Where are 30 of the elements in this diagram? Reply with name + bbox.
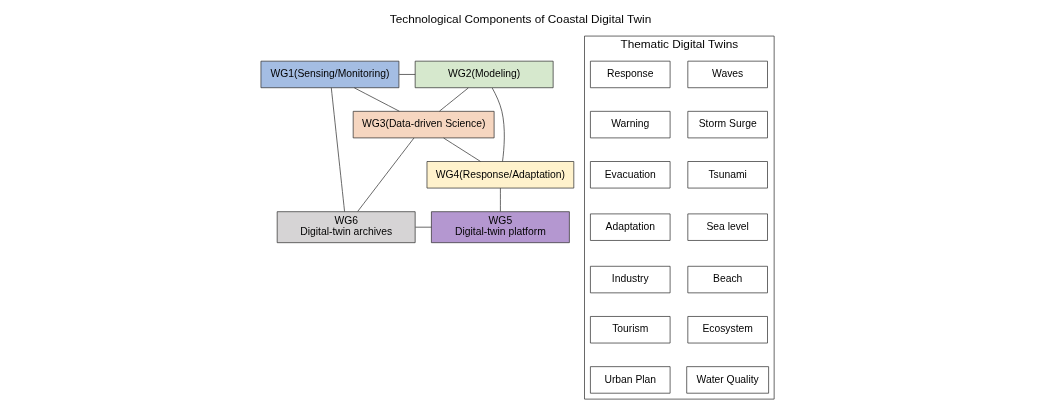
connector — [439, 87, 469, 112]
connector — [353, 87, 400, 112]
node-box: Industry — [590, 265, 671, 294]
connector — [398, 74, 416, 75]
node-box: Tourism — [590, 316, 671, 344]
node-box: WG4(Response/Adaptation) — [426, 161, 575, 189]
node-box: Response — [590, 60, 671, 89]
node-box: Waves — [687, 60, 768, 89]
node-box: WG3(Data-driven Science) — [352, 110, 495, 139]
node-box: WG2(Modeling) — [414, 60, 554, 89]
node-box: Sea level — [687, 213, 768, 241]
diagram-title: Technological Components of Coastal Digital Twin — [389, 12, 652, 27]
connector — [443, 137, 481, 162]
connector — [491, 87, 505, 162]
node-box: WG1(Sensing/Monitoring) — [260, 60, 400, 89]
node-box: Warning — [590, 110, 671, 139]
node-box: WG6 Digital-twin archives — [276, 211, 416, 244]
connector — [415, 226, 432, 228]
node-box: Evacuation — [590, 161, 671, 189]
node-box: Tsunami — [687, 161, 768, 189]
node-box: Water Quality — [686, 366, 769, 394]
node-box: Adaptation — [590, 213, 671, 241]
node-box: Ecosystem — [687, 316, 768, 344]
node-box: Storm Surge — [687, 110, 768, 139]
node-box: Urban Plan — [590, 366, 671, 394]
connector — [357, 137, 415, 212]
connector — [500, 187, 501, 212]
connector — [330, 87, 345, 212]
node-box: WG5 Digital-twin platform — [431, 211, 570, 244]
node-box: Beach — [687, 265, 768, 294]
